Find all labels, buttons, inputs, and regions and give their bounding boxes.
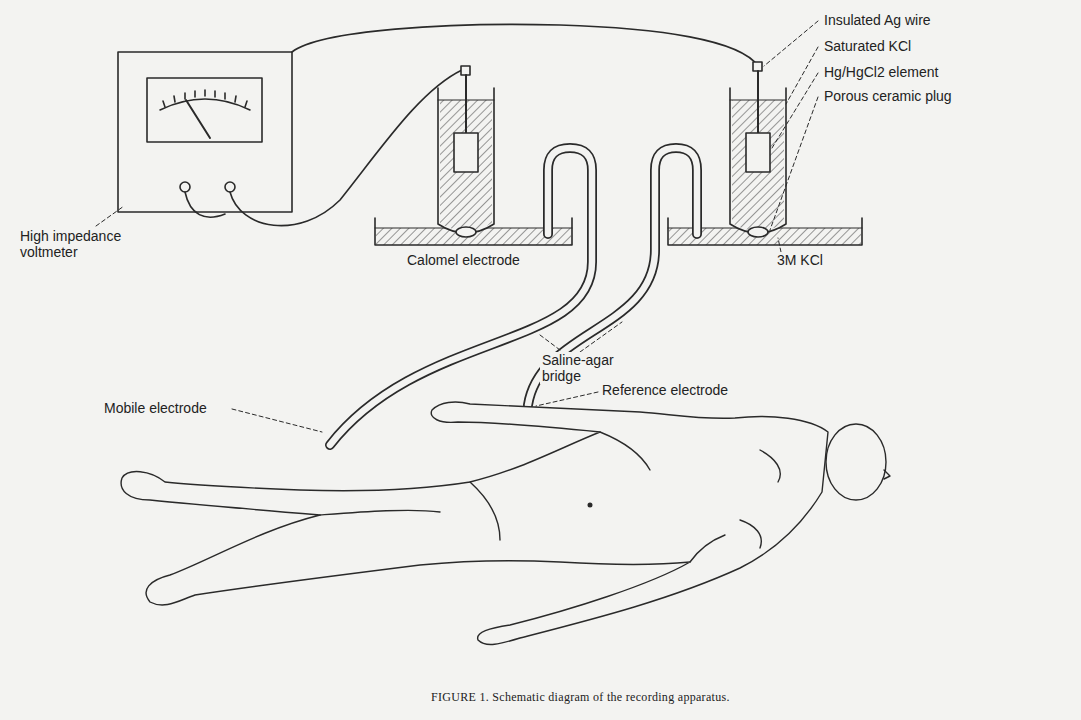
terminal — [753, 62, 762, 71]
wire — [292, 24, 758, 66]
meter-window — [147, 78, 262, 142]
ceramic-plug — [748, 227, 768, 237]
kcl-bath — [376, 228, 571, 245]
voltmeter-case — [118, 52, 292, 212]
chest-contour — [740, 520, 761, 548]
navel — [588, 503, 592, 507]
terminal — [180, 182, 190, 192]
part-label: Insulated Ag wire — [822, 12, 933, 28]
ag-wire — [757, 71, 759, 133]
nose — [884, 470, 890, 479]
body-outline — [121, 402, 828, 644]
saline-agar-bridge — [330, 148, 697, 445]
voltmeter — [118, 52, 292, 212]
wire — [185, 192, 225, 217]
arm-line — [600, 432, 650, 470]
arm-line — [690, 535, 725, 562]
ag-wire — [465, 75, 467, 133]
meter-needle — [186, 100, 210, 138]
part-label: Saline-agar bridge — [540, 352, 640, 384]
leg-line — [320, 510, 440, 515]
part-label: Calomel electrode — [405, 252, 522, 268]
terminal — [225, 182, 235, 192]
part-label: Hg/HgCl2 element — [822, 64, 940, 80]
ceramic-plug — [456, 227, 476, 237]
scale-ticks — [163, 90, 247, 107]
leader-lines — [96, 21, 818, 432]
meter-scale — [160, 99, 250, 110]
hg-element — [746, 133, 770, 172]
hip-line — [470, 482, 500, 540]
head — [826, 424, 886, 500]
part-label: Reference electrode — [600, 382, 730, 398]
subject-figure — [121, 402, 890, 644]
part-label: Porous ceramic plug — [822, 88, 954, 104]
wire — [230, 70, 462, 226]
part-label: Saturated KCl — [822, 38, 913, 54]
calomel-electrode — [375, 66, 572, 245]
instrument-label: High impedance voltmeter — [18, 228, 140, 260]
part-label: Mobile electrode — [102, 400, 209, 416]
hg-element — [454, 133, 478, 172]
chest-contour — [760, 450, 780, 482]
figure-caption: FIGURE 1. Schematic diagram of the recor… — [431, 690, 730, 705]
solution-label: 3M KCl — [775, 252, 825, 268]
terminal — [461, 66, 470, 75]
